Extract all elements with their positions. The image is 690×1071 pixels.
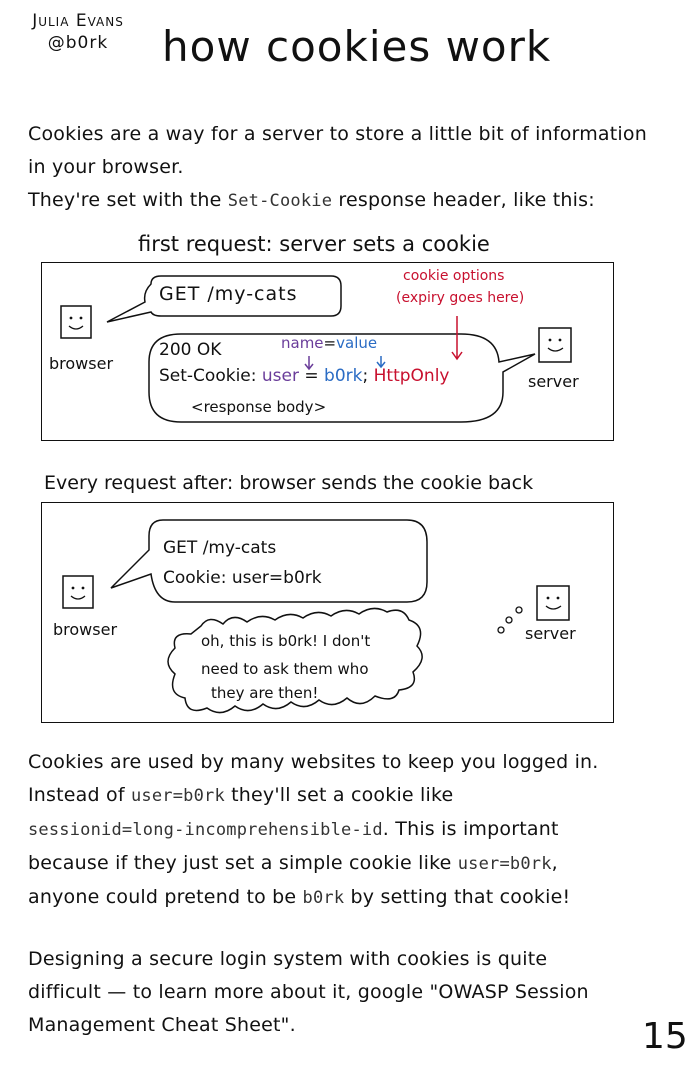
first-request-drawing	[60, 275, 572, 423]
first-request-panel: browser server GET /my-cats cookie optio…	[41, 262, 615, 442]
every-request-title: Every request after: browser sends the c…	[44, 472, 534, 494]
server-label: server	[525, 624, 576, 643]
intro-text: response header, like this:	[332, 189, 595, 211]
request-line-1: GET /my-cats	[163, 538, 277, 558]
value-label: value	[336, 334, 378, 352]
first-request-title: first request: server sets a cookie	[138, 232, 490, 256]
usage-line-3: sessionid=long-incomprehensible-id. This…	[28, 813, 678, 847]
author-credit: Julia Evans @b0rk	[8, 10, 148, 54]
usage-line-2: Instead of user=b0rk they'll set a cooki…	[28, 779, 678, 813]
set-cookie-code: Set-Cookie	[227, 191, 333, 211]
borks-code: b0rk	[302, 888, 345, 908]
user-cookie-code: user=b0rk	[457, 854, 552, 874]
every-request-panel: browser server GET /my-cats Cookie: user…	[41, 502, 615, 724]
usage-text: Instead of	[28, 784, 131, 806]
user-cookie-code: user=b0rk	[130, 786, 225, 806]
value-arrow	[376, 356, 386, 369]
usage-text: anyone could pretend to be	[28, 886, 303, 908]
author-name: Julia Evans	[32, 11, 124, 31]
panel-frame	[41, 502, 614, 723]
thought-line-2: need to ask them who	[201, 660, 369, 678]
cookie-option: HttpOnly	[373, 366, 450, 386]
designing-line-3: Management Cheat Sheet".	[28, 1014, 296, 1036]
request-line-2: Cookie: user=b0rk	[163, 568, 322, 588]
designing-paragraph: Designing a secure login system with coo…	[28, 943, 678, 1042]
set-cookie-key: Set-Cookie:	[159, 366, 257, 386]
options-arrow	[451, 316, 463, 361]
name-arrow	[304, 356, 314, 371]
intro-paragraph: Cookies are a way for a server to store …	[28, 118, 678, 218]
response-body: <response body>	[191, 398, 327, 416]
cookie-semicolon: ;	[362, 366, 369, 386]
thought-dots-icon	[497, 606, 523, 634]
page-title: how cookies work	[162, 22, 552, 71]
usage-line-1: Cookies are used by many websites to kee…	[28, 751, 599, 773]
request-text: GET /my-cats	[159, 283, 298, 305]
every-request-drawing	[62, 519, 570, 714]
usage-text: because if they just set a simple cookie…	[28, 852, 458, 874]
usage-paragraph: Cookies are used by many websites to kee…	[28, 746, 678, 915]
thought-cloud	[167, 607, 423, 714]
page-number: 15	[642, 1016, 688, 1057]
request-bubble	[106, 275, 342, 323]
name-label: name	[281, 334, 324, 352]
response-bubble	[148, 333, 536, 423]
thought-line-3: they are then!	[211, 684, 319, 702]
equals-label: =	[323, 334, 337, 352]
usage-text: they'll set a cookie like	[224, 784, 454, 806]
browser-face-icon	[62, 575, 94, 609]
thought-line-1: oh, this is b0rk! I don't	[201, 632, 371, 650]
usage-line-5: anyone could pretend to be b0rk by setti…	[28, 881, 678, 915]
usage-line-4: because if they just set a simple cookie…	[28, 847, 678, 881]
browser-label: browser	[53, 620, 118, 639]
author-handle: @b0rk	[47, 33, 109, 53]
designing-line-1: Designing a secure login system with coo…	[28, 948, 548, 970]
server-label: server	[528, 372, 579, 391]
cookie-name: user	[261, 366, 299, 386]
usage-text: . This is important	[382, 818, 559, 840]
server-face-icon	[538, 327, 572, 363]
browser-face-icon	[60, 305, 92, 339]
intro-text: They're set with the	[28, 189, 228, 211]
panel-frame	[41, 262, 614, 441]
usage-text: ,	[551, 852, 558, 874]
browser-label: browser	[49, 354, 114, 373]
designing-line-2: difficult — to learn more about it, goog…	[28, 981, 589, 1003]
sessionid-code: sessionid=long-incomprehensible-id	[28, 820, 383, 840]
name-value-annotation: name=value	[281, 334, 377, 352]
options-note-line-1: cookie options	[403, 268, 505, 284]
intro-line-2: They're set with the Set-Cookie response…	[28, 184, 678, 218]
status-line: 200 OK	[159, 340, 222, 360]
set-cookie-line: Set-Cookie: user = b0rk; HttpOnly	[159, 366, 450, 386]
cookie-value: b0rk	[324, 366, 363, 386]
options-note-line-2: (expiry goes here)	[396, 290, 525, 306]
request-bubble	[110, 519, 428, 603]
usage-text: by setting that cookie!	[344, 886, 571, 908]
server-face-icon	[536, 585, 570, 621]
cookie-equals: =	[304, 366, 319, 386]
intro-line-1: Cookies are a way for a server to store …	[28, 123, 647, 178]
